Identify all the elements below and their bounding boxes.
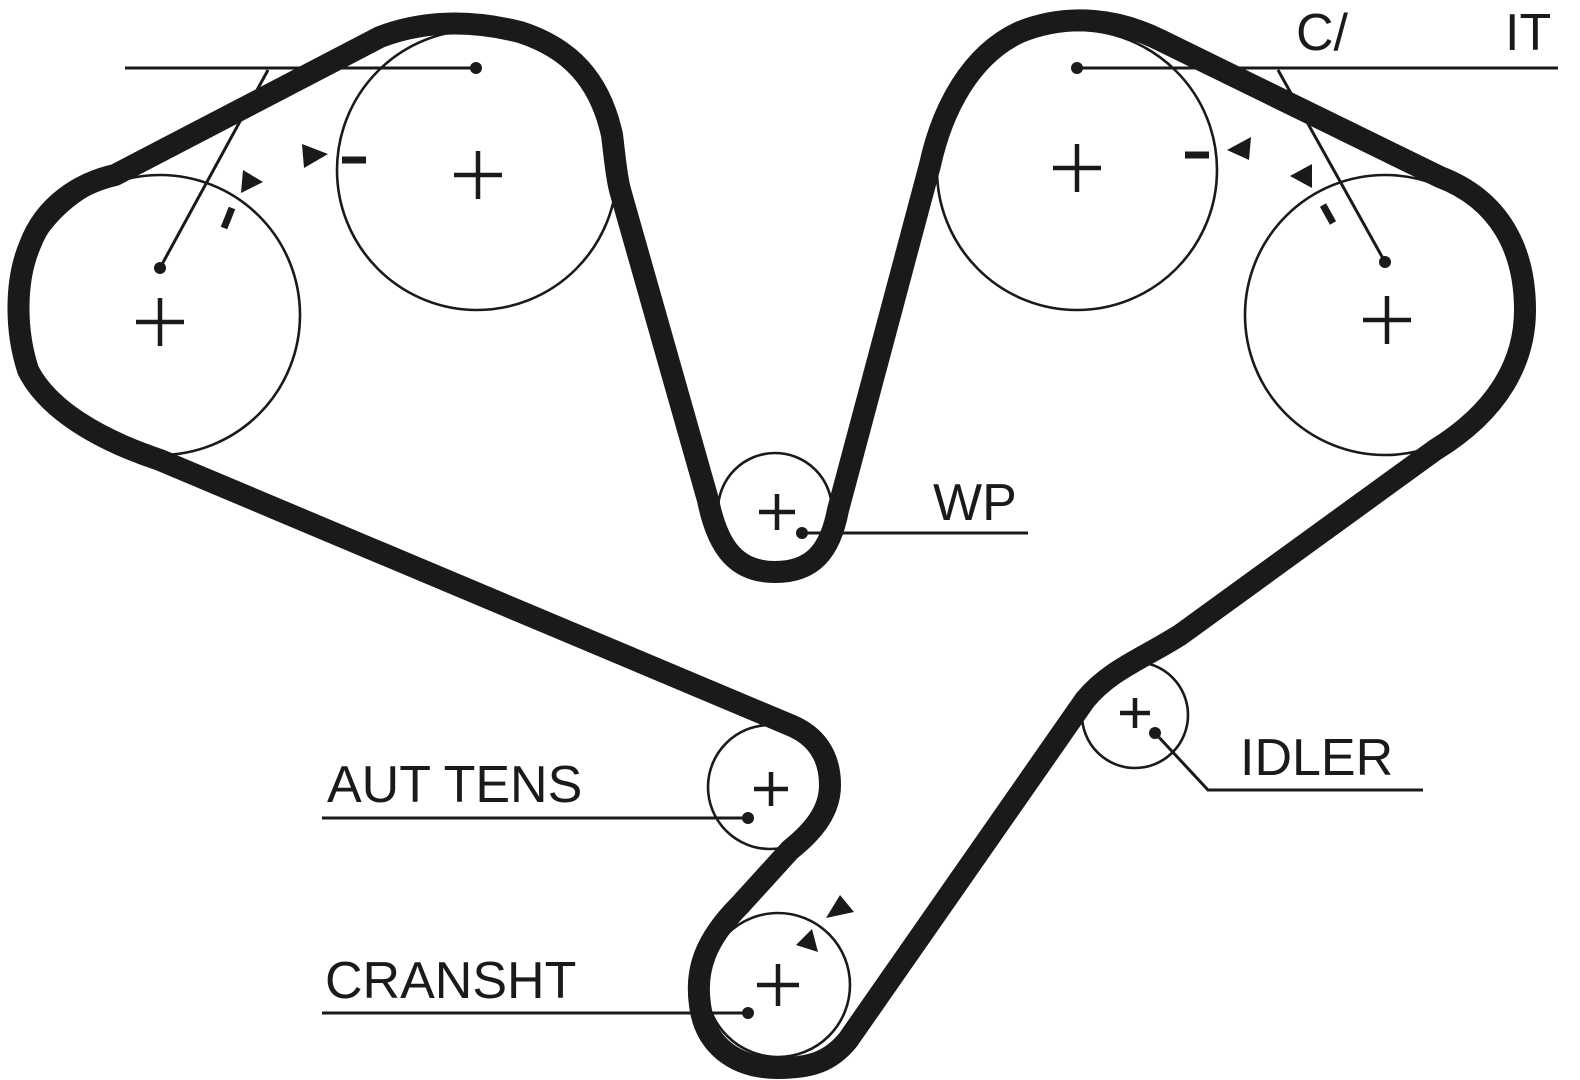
camshaft-label-suffix: IT xyxy=(1505,4,1551,62)
right-outer-timing-tick-icon xyxy=(1319,203,1337,225)
camshaft-label: C/ xyxy=(1296,4,1349,62)
idler-label: IDLER xyxy=(1240,729,1393,787)
left-outer-timing-tick-icon xyxy=(220,206,236,230)
idler-center-icon xyxy=(1120,698,1150,728)
right-outer-timing-arrow-icon xyxy=(1290,164,1312,188)
right-diagonal-leader xyxy=(1276,69,1387,263)
timing-marks xyxy=(220,137,1337,952)
left-inner-camshaft-center-icon xyxy=(454,151,502,199)
crankshaft-leader-dot xyxy=(742,1007,754,1019)
water-pump-leader-dot xyxy=(796,527,808,539)
idler-leader xyxy=(1153,731,1423,792)
water-pump-center-icon xyxy=(759,494,795,530)
water-pump-label: WP xyxy=(933,474,1017,532)
pulley-centers xyxy=(136,144,1411,1006)
right-outer-camshaft-center-icon xyxy=(1363,296,1411,344)
right-inner-timing-arrow-icon xyxy=(1227,137,1251,160)
leader-lines xyxy=(125,62,1558,1019)
crankshaft-timing-arrow-top-icon xyxy=(826,895,854,918)
right-diagonal-leader-dot xyxy=(1379,256,1391,268)
tensioner-label: AUT TENS xyxy=(327,756,582,814)
labels: C/ IT WP IDLER AUT TENS CRANSHT xyxy=(325,4,1551,1010)
top-left-leader-dot xyxy=(470,62,482,74)
left-diagonal-leader-dot xyxy=(154,262,166,274)
tensioner-leader-dot xyxy=(742,812,754,824)
left-diagonal-leader xyxy=(158,69,270,269)
crankshaft-timing-arrow-bottom-icon xyxy=(796,929,818,952)
left-outer-camshaft-center-icon xyxy=(136,298,184,346)
right-inner-camshaft-center-icon xyxy=(1053,144,1101,192)
camshaft-leader-dot xyxy=(1071,62,1083,74)
tensioner-center-icon xyxy=(754,772,788,806)
idler-leader-dot xyxy=(1149,727,1161,739)
left-inner-timing-arrow-icon xyxy=(302,144,328,168)
crankshaft-center-icon xyxy=(757,964,799,1006)
timing-belt xyxy=(7,9,1536,1079)
crankshaft-label: CRANSHT xyxy=(325,952,576,1010)
left-outer-timing-arrow-icon xyxy=(241,170,263,193)
